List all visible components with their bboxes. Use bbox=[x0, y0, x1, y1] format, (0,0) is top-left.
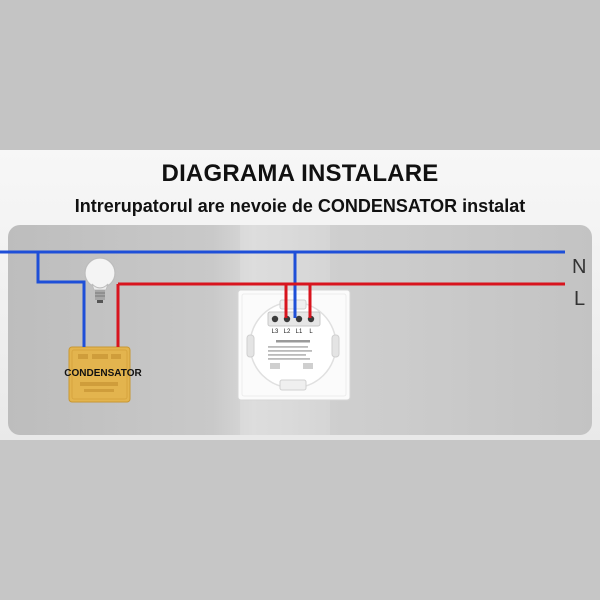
wall-switch bbox=[237, 289, 351, 401]
diagram-title: DIAGRAMA INSTALARE bbox=[161, 160, 439, 187]
neutral-label: N bbox=[572, 256, 587, 278]
capacitor-component bbox=[68, 346, 131, 403]
capacitor-label: CONDENSATOR bbox=[64, 368, 142, 379]
terminal-l3 bbox=[271, 315, 279, 323]
diagram-subtitle: Intrerupatorul are nevoie de CONDENSATOR… bbox=[74, 196, 526, 216]
line-wire bbox=[116, 282, 565, 347]
background-bottom bbox=[0, 440, 600, 600]
terminal-l1 bbox=[295, 315, 303, 323]
line-label: L bbox=[574, 288, 586, 310]
light-bulb-icon bbox=[84, 257, 116, 303]
background-top bbox=[0, 0, 600, 150]
